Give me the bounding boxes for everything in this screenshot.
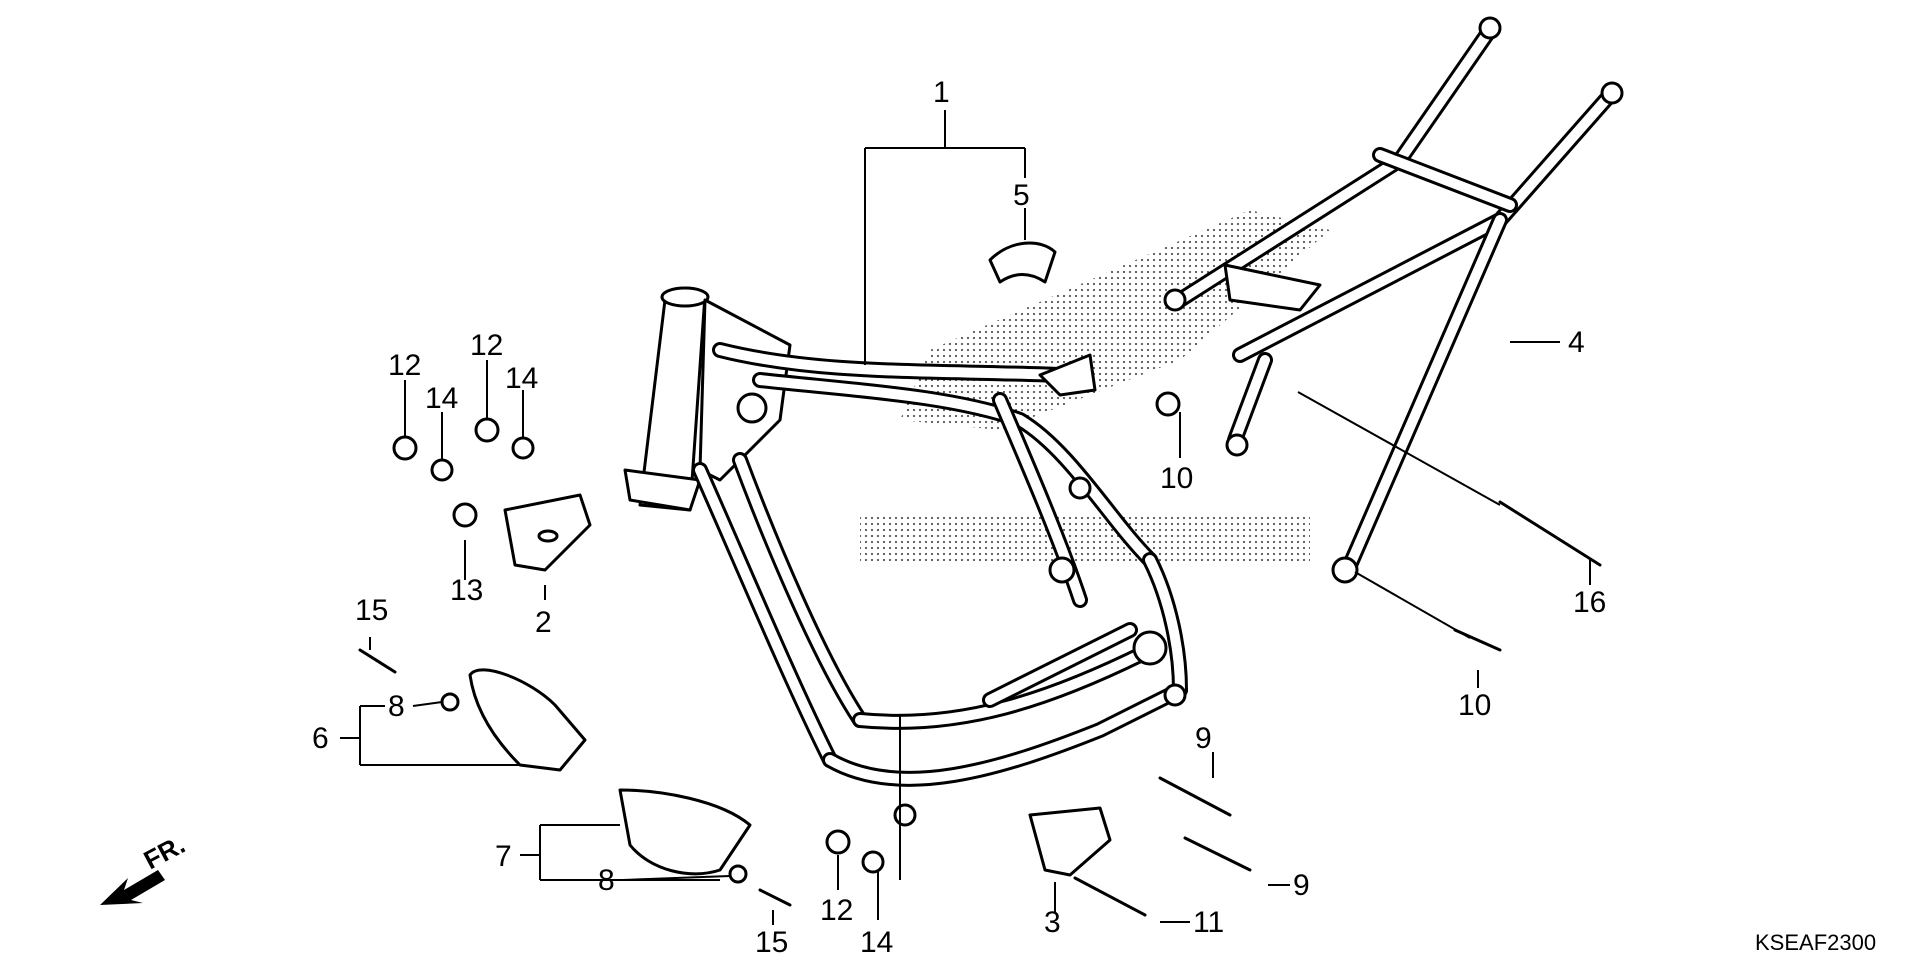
nut-12-c[interactable] <box>825 829 851 855</box>
washer-14-a[interactable] <box>430 458 454 482</box>
washer-14-b[interactable] <box>511 436 535 460</box>
callout-labels: 1 2 3 4 5 6 7 8 8 9 9 10 10 11 12 12 12 … <box>312 76 1606 959</box>
part-6-frame-guard[interactable] <box>468 668 587 772</box>
callout-8b: 8 <box>598 864 615 897</box>
callout-15a: 15 <box>355 594 388 627</box>
halftone-logo <box>860 515 1310 565</box>
bolt-15-a[interactable] <box>358 648 397 674</box>
bolt-16[interactable] <box>1498 500 1602 567</box>
bolt-15-b[interactable] <box>758 888 792 907</box>
bolt-9-a[interactable] <box>1158 776 1232 817</box>
callout-10b: 10 <box>1458 689 1491 722</box>
callout-8a: 8 <box>388 690 405 723</box>
part-7-frame-guard[interactable] <box>618 788 752 876</box>
nut-13[interactable] <box>452 502 478 528</box>
washer-14-c[interactable] <box>861 850 885 874</box>
bolt-11[interactable] <box>1073 876 1147 917</box>
callout-6: 6 <box>312 722 329 755</box>
nut-12-a[interactable] <box>392 435 418 461</box>
callout-2: 2 <box>535 606 552 639</box>
callout-5: 5 <box>1013 179 1030 212</box>
rear-subframe-part[interactable] <box>1163 16 1624 584</box>
leader-lines <box>340 110 1591 925</box>
callout-1: 1 <box>933 76 950 109</box>
callout-15b: 15 <box>755 926 788 959</box>
main-frame-part[interactable] <box>623 286 1188 827</box>
callout-7: 7 <box>495 840 512 873</box>
diagram-code: KSEAF2300 <box>1755 930 1876 955</box>
callout-12a: 12 <box>388 349 421 382</box>
callout-14b: 14 <box>505 362 538 395</box>
collar-8-b[interactable] <box>728 864 748 884</box>
part-2-hole <box>537 529 559 543</box>
callout-10a: 10 <box>1160 462 1193 495</box>
callout-9a: 9 <box>1195 722 1212 755</box>
bolt-10-a-head[interactable] <box>1155 391 1181 417</box>
callout-13: 13 <box>450 574 483 607</box>
bolt-9-b[interactable] <box>1183 836 1252 872</box>
callout-16: 16 <box>1573 586 1606 619</box>
callout-4: 4 <box>1568 326 1585 359</box>
callout-9b: 9 <box>1293 869 1310 902</box>
callout-14a: 14 <box>425 382 458 415</box>
part-5-collar[interactable] <box>988 241 1057 284</box>
direction-label: FR. <box>139 829 190 875</box>
part-3-hanger-plate[interactable] <box>1028 806 1112 877</box>
nut-12-b[interactable] <box>474 417 500 443</box>
callout-12b: 12 <box>470 329 503 362</box>
callout-3: 3 <box>1044 906 1061 939</box>
front-arrow-icon: FR. <box>100 829 190 905</box>
callout-12c: 12 <box>820 894 853 927</box>
callout-11: 11 <box>1193 906 1224 939</box>
collar-8-a[interactable] <box>440 692 460 712</box>
callout-14c: 14 <box>860 926 893 959</box>
